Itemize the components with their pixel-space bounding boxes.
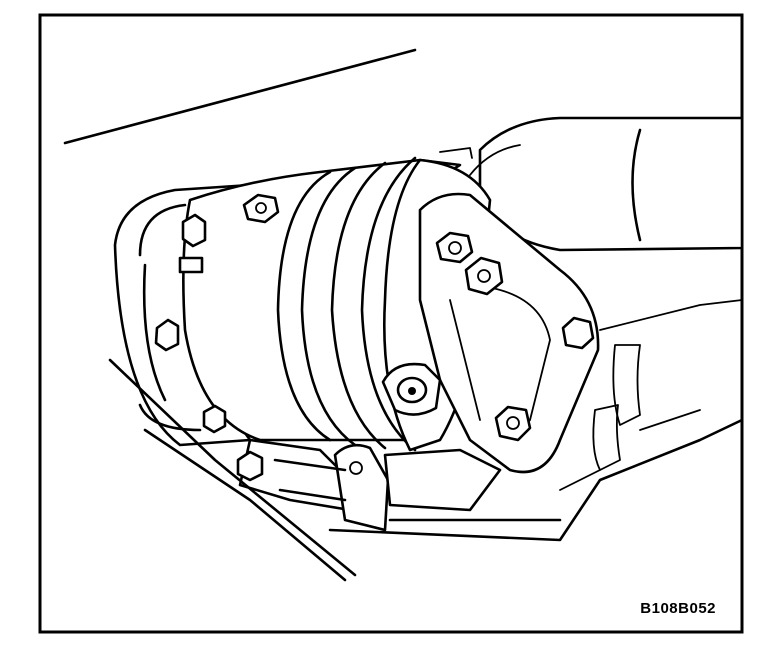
upper-cylinder-component <box>439 116 744 252</box>
engine-block <box>328 299 744 542</box>
bracket-bolt-right <box>561 316 595 350</box>
lower-mount-arm <box>202 404 390 532</box>
housing-bolt-lower <box>154 318 180 352</box>
background-edge-line <box>63 48 417 145</box>
figure-border <box>38 13 744 634</box>
housing-bolt-left <box>181 213 207 248</box>
housing-tab <box>178 256 204 274</box>
bracket-bolt-top-center <box>464 256 504 296</box>
housing-bolt-upper <box>242 193 280 224</box>
bracket-bolt-lower <box>494 405 532 442</box>
compressor-port-fitting <box>381 362 442 416</box>
figure-code: B108B052 <box>640 600 716 617</box>
bracket-bolt-top-left <box>435 231 474 264</box>
lower-diagonal-edges <box>108 358 357 582</box>
mounting-pad <box>383 448 502 512</box>
